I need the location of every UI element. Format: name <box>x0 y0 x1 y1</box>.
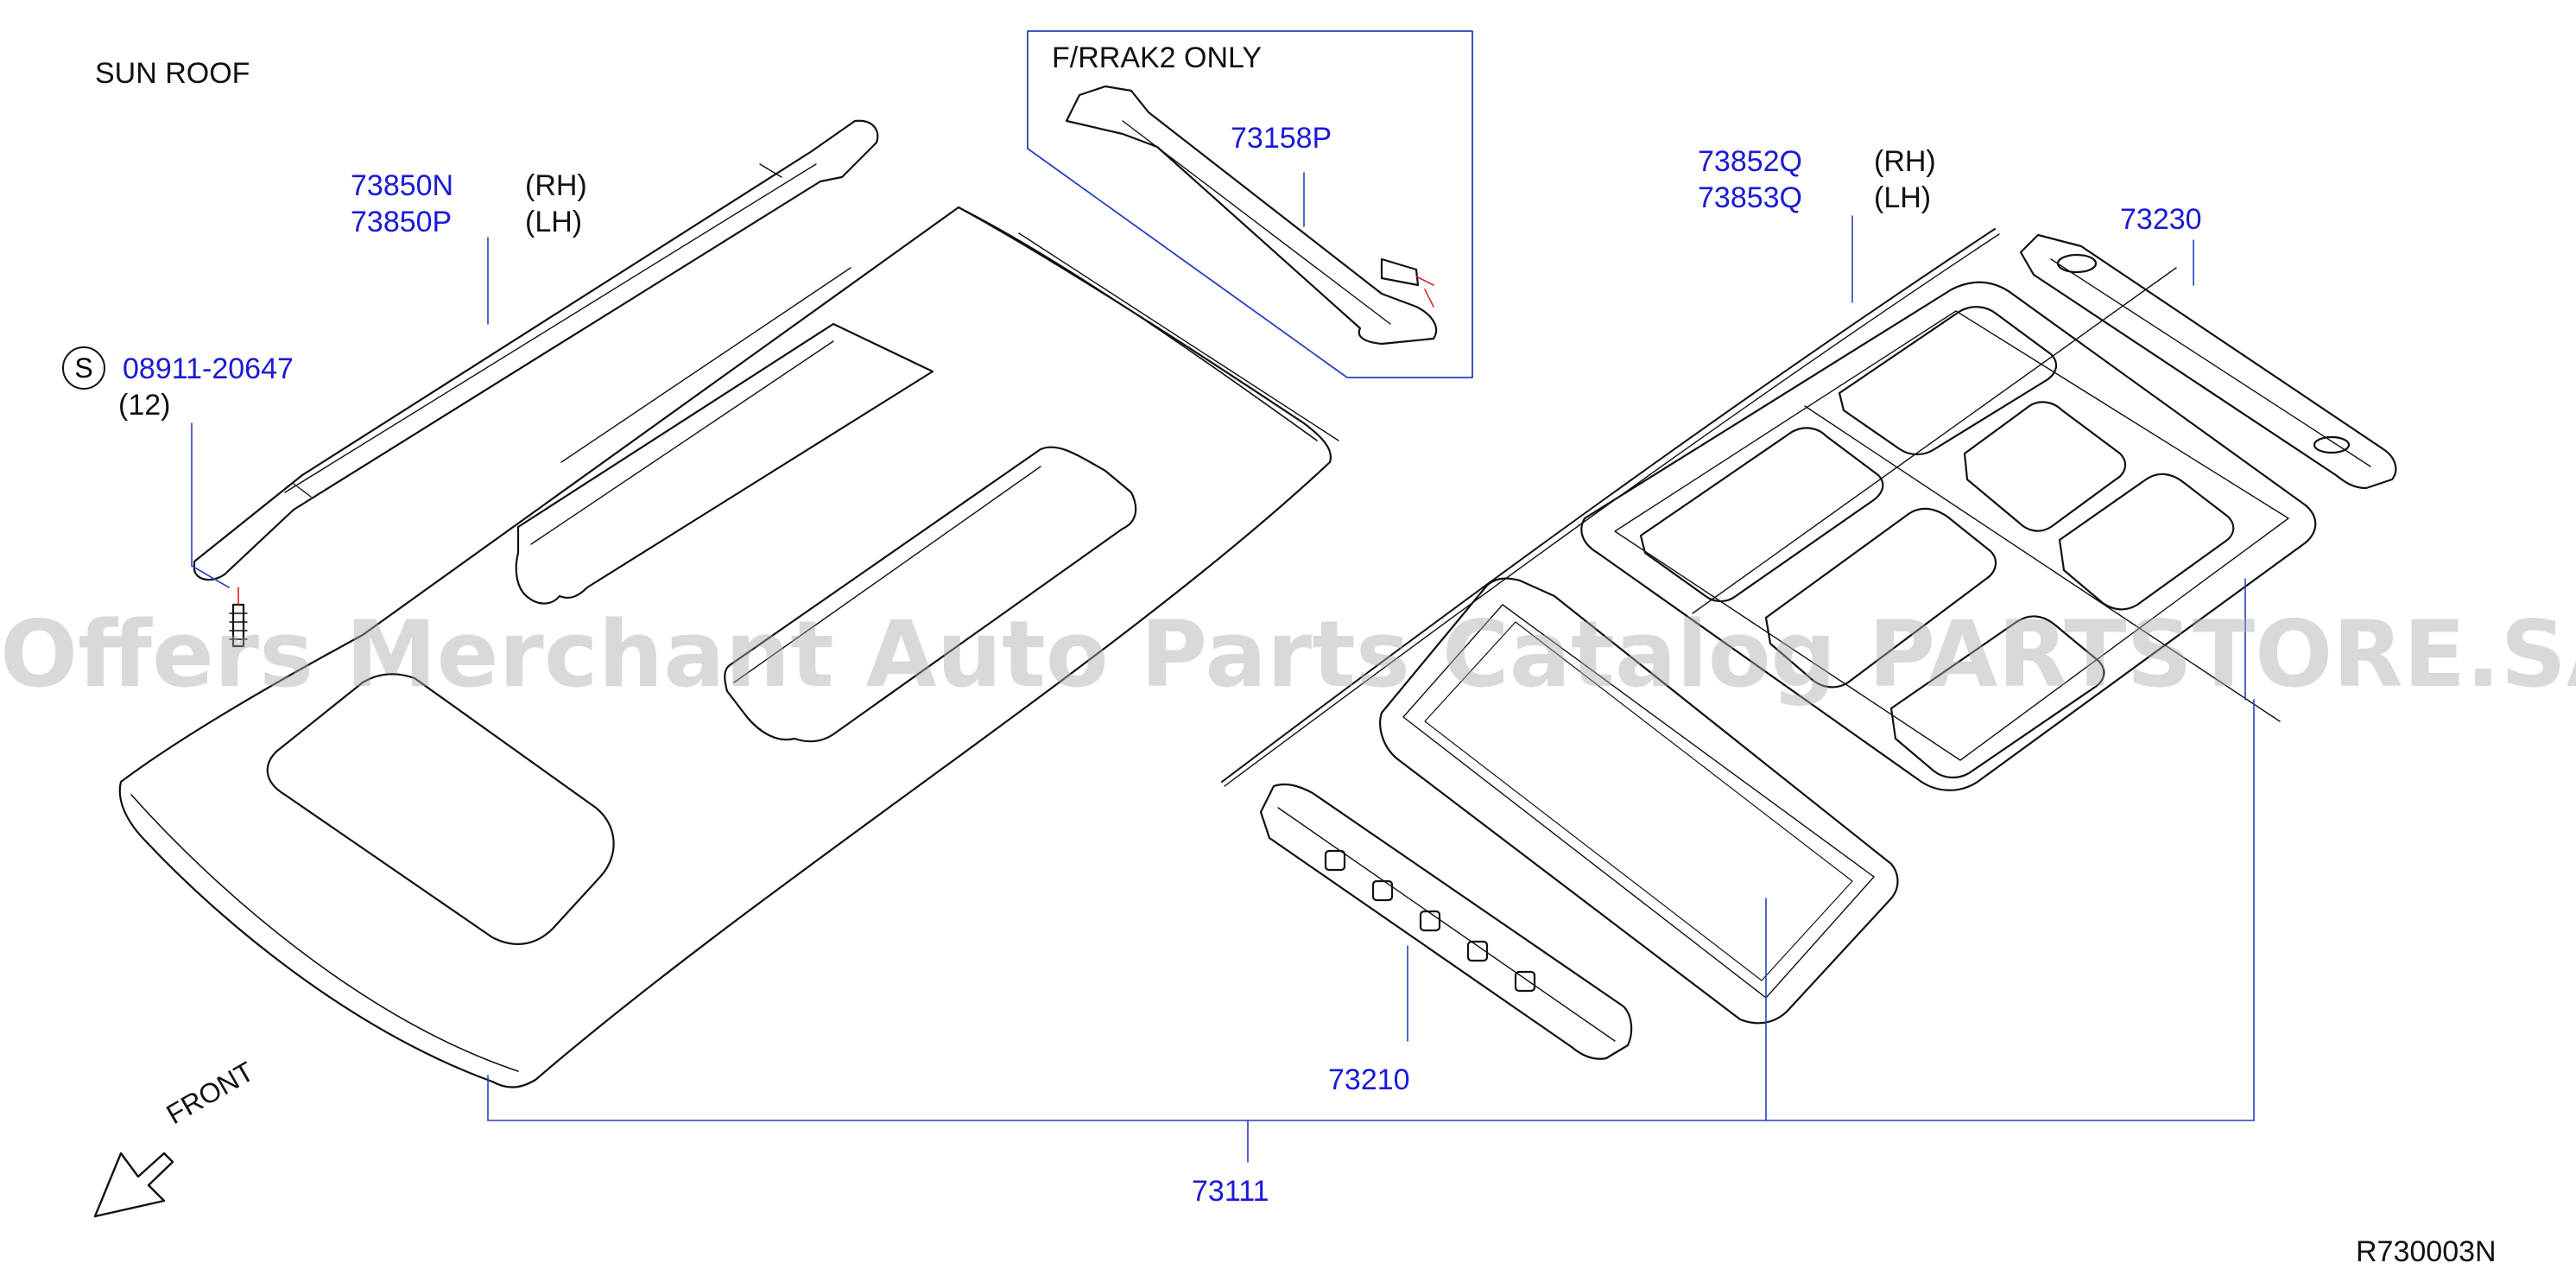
part-label-roof-panel[interactable]: 73111 <box>1192 1175 1269 1208</box>
part-label-crossbar[interactable]: 73158P <box>1231 122 1332 155</box>
side-label-molding-rh: (RH) <box>1874 145 1936 178</box>
sunroof-opening <box>266 673 615 945</box>
screw-shape <box>229 587 248 648</box>
diagram-title: SUN ROOF <box>95 57 250 90</box>
front-arrow-icon <box>93 1152 174 1218</box>
front-rail-shape <box>1259 783 1633 1060</box>
roof-molding-shape <box>1221 228 1996 783</box>
inset-box <box>1027 30 1473 378</box>
part-label-rear-rail[interactable]: 73230 <box>2120 203 2202 236</box>
roof-rib-rear <box>724 446 1137 743</box>
option-note: F/RRAK2 ONLY <box>1052 41 1263 74</box>
roof-rail-shape <box>193 119 879 581</box>
sunroof-frame-shape <box>1379 577 1899 1025</box>
rear-rail-shape <box>2019 233 2397 490</box>
watermark: Offers Merchant Auto Parts Catalog PARTS… <box>0 601 2576 708</box>
roof-panel-leader <box>487 699 2255 1163</box>
side-label-rail-rh: (RH) <box>525 169 587 202</box>
part-label-rail-rh[interactable]: 73850N <box>351 169 454 202</box>
standard-part-symbol: S <box>62 346 105 390</box>
side-label-rail-lh: (LH) <box>525 206 583 238</box>
screw-quantity: (12) <box>118 389 171 422</box>
roof-frame-shape <box>1580 267 2317 791</box>
drawing-code: R730003N <box>2356 1235 2497 1268</box>
roof-panel-shape <box>118 206 1339 1088</box>
part-label-molding-lh[interactable]: 73853Q <box>1698 181 1802 214</box>
part-label-front-rail[interactable]: 73210 <box>1328 1063 1410 1096</box>
side-label-molding-lh: (LH) <box>1874 181 1932 214</box>
part-label-molding-rh[interactable]: 73852Q <box>1698 145 1802 178</box>
part-label-rail-lh[interactable]: 73850P <box>351 206 453 238</box>
part-label-screw[interactable]: 08911-20647 <box>123 352 294 385</box>
roof-rib-front <box>515 322 934 605</box>
